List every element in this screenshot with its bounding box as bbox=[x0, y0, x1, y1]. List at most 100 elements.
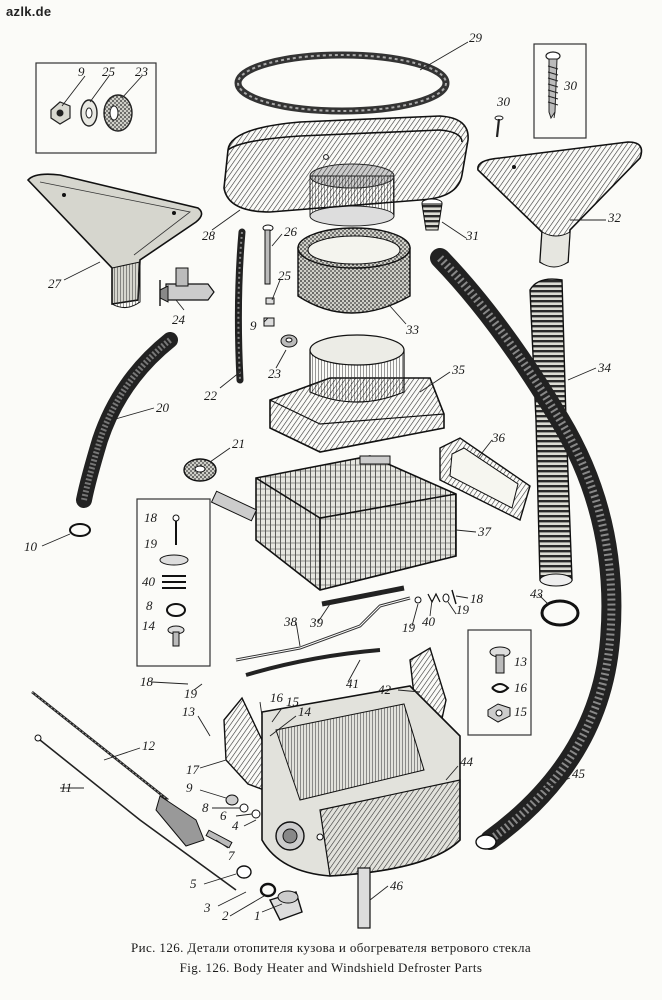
callout-12: 12 bbox=[142, 738, 156, 753]
callout-44: 44 bbox=[460, 754, 474, 769]
callout-38: 38 bbox=[283, 614, 298, 629]
callout-19-inset: 19 bbox=[144, 536, 158, 551]
callout-45: 45 bbox=[572, 766, 586, 781]
callout-15-inset: 15 bbox=[514, 704, 528, 719]
rod-spring bbox=[427, 592, 441, 604]
callout-19-rod-a: 19 bbox=[402, 620, 416, 635]
inset-box-top-left bbox=[35, 62, 157, 154]
control-cable-11 bbox=[39, 739, 237, 891]
hose-end bbox=[475, 834, 497, 850]
callout-labels: 9 25 23 29 30 30 27 28 26 25 9 24 31 32 … bbox=[24, 30, 622, 923]
oval-gasket-texture bbox=[237, 54, 447, 112]
inset-box-right-fasteners bbox=[467, 629, 532, 736]
callout-37: 37 bbox=[477, 524, 492, 539]
control-rod bbox=[235, 596, 411, 662]
callout-17: 17 bbox=[186, 762, 200, 777]
cable-end-loop bbox=[34, 734, 42, 742]
defroster-housing bbox=[223, 115, 469, 227]
callout-3: 3 bbox=[203, 900, 211, 915]
callout-39: 39 bbox=[309, 615, 324, 630]
callout-30-large: 30 bbox=[563, 78, 578, 93]
callout-7: 7 bbox=[228, 848, 235, 863]
callout-10: 10 bbox=[24, 539, 38, 554]
callout-5: 5 bbox=[190, 876, 197, 891]
callout-15: 15 bbox=[286, 694, 300, 709]
inset-right-fasteners bbox=[487, 646, 511, 723]
callout-26: 26 bbox=[284, 224, 298, 239]
callout-29: 29 bbox=[469, 30, 483, 45]
callout-23: 23 bbox=[268, 366, 282, 381]
callout-2: 2 bbox=[222, 908, 229, 923]
callout-32: 32 bbox=[607, 210, 622, 225]
callout-21: 21 bbox=[232, 436, 245, 451]
rod-washer-2 bbox=[442, 593, 450, 603]
callout-25-inset: 25 bbox=[102, 64, 116, 79]
screw-large bbox=[545, 51, 561, 120]
callout-16: 16 bbox=[270, 690, 284, 705]
callout-30-small: 30 bbox=[496, 94, 511, 109]
inset-left-fasteners bbox=[159, 514, 189, 647]
callout-31: 31 bbox=[465, 228, 479, 243]
callout-19-rod-b: 19 bbox=[456, 602, 470, 617]
callout-24: 24 bbox=[172, 312, 186, 327]
grommet-hole bbox=[109, 105, 119, 121]
callout-33: 33 bbox=[405, 322, 420, 337]
callout-34: 34 bbox=[597, 360, 612, 375]
callout-23-inset: 23 bbox=[135, 64, 149, 79]
left-defroster-nozzle bbox=[26, 173, 203, 308]
callout-18: 18 bbox=[140, 674, 154, 689]
callout-46: 46 bbox=[390, 878, 404, 893]
spring-wire bbox=[245, 648, 381, 677]
knob-fasteners bbox=[205, 794, 303, 921]
left-heater-hose bbox=[76, 332, 178, 508]
right-heater-hose bbox=[430, 248, 622, 850]
heater-tap-valve bbox=[159, 267, 215, 306]
callout-14: 14 bbox=[298, 704, 312, 719]
leader-lines bbox=[41, 41, 606, 917]
inset-box-left-fasteners bbox=[136, 498, 211, 667]
callout-36: 36 bbox=[491, 430, 506, 445]
disc-grommet-hole bbox=[194, 465, 206, 473]
watermark-text: azlk.de bbox=[6, 4, 52, 19]
callout-40-inset: 40 bbox=[142, 574, 156, 589]
left-side-bracket bbox=[223, 696, 265, 792]
callout-9: 9 bbox=[250, 318, 257, 333]
flap-shaft bbox=[321, 585, 405, 607]
rectangular-gasket bbox=[439, 437, 531, 522]
right-heater-hose-texture bbox=[437, 255, 616, 844]
callout-27: 27 bbox=[48, 276, 62, 291]
callout-40-rod: 40 bbox=[422, 614, 436, 629]
callout-35: 35 bbox=[451, 362, 466, 377]
callout-43: 43 bbox=[530, 586, 544, 601]
callout-11: 11 bbox=[60, 780, 72, 795]
rubber-strip-texture bbox=[237, 231, 243, 381]
callout-8: 8 bbox=[202, 800, 209, 815]
callout-28: 28 bbox=[202, 228, 216, 243]
hose-clamp-large bbox=[540, 599, 580, 627]
cone-grommet bbox=[421, 198, 443, 231]
rod-pin bbox=[451, 589, 457, 605]
inset-box-screw bbox=[533, 43, 587, 139]
foam-sealing-ring bbox=[297, 227, 411, 314]
callout-20: 20 bbox=[156, 400, 170, 415]
callout-8-inset: 8 bbox=[146, 598, 153, 613]
caption-russian: Рис. 126. Детали отопителя кузова и обог… bbox=[130, 940, 532, 955]
screw-small bbox=[494, 115, 504, 138]
callout-25: 25 bbox=[278, 268, 292, 283]
callout-9-inset: 9 bbox=[78, 64, 85, 79]
callout-16-inset: 16 bbox=[514, 680, 528, 695]
callout-19: 19 bbox=[184, 686, 198, 701]
duct-adapter bbox=[269, 334, 445, 453]
caption-english: Fig. 126. Body Heater and Windshield Def… bbox=[179, 960, 483, 975]
callout-4: 4 bbox=[232, 818, 239, 833]
control-cable-12-texture bbox=[31, 691, 169, 801]
callout-18-rod: 18 bbox=[470, 591, 484, 606]
washer-hole bbox=[85, 107, 93, 119]
long-bolt bbox=[262, 224, 275, 327]
callout-6: 6 bbox=[220, 808, 227, 823]
callout-9-lower: 9 bbox=[186, 780, 193, 795]
drain-tube bbox=[357, 867, 371, 929]
callout-1: 1 bbox=[254, 908, 261, 923]
callout-14-inset: 14 bbox=[142, 618, 156, 633]
